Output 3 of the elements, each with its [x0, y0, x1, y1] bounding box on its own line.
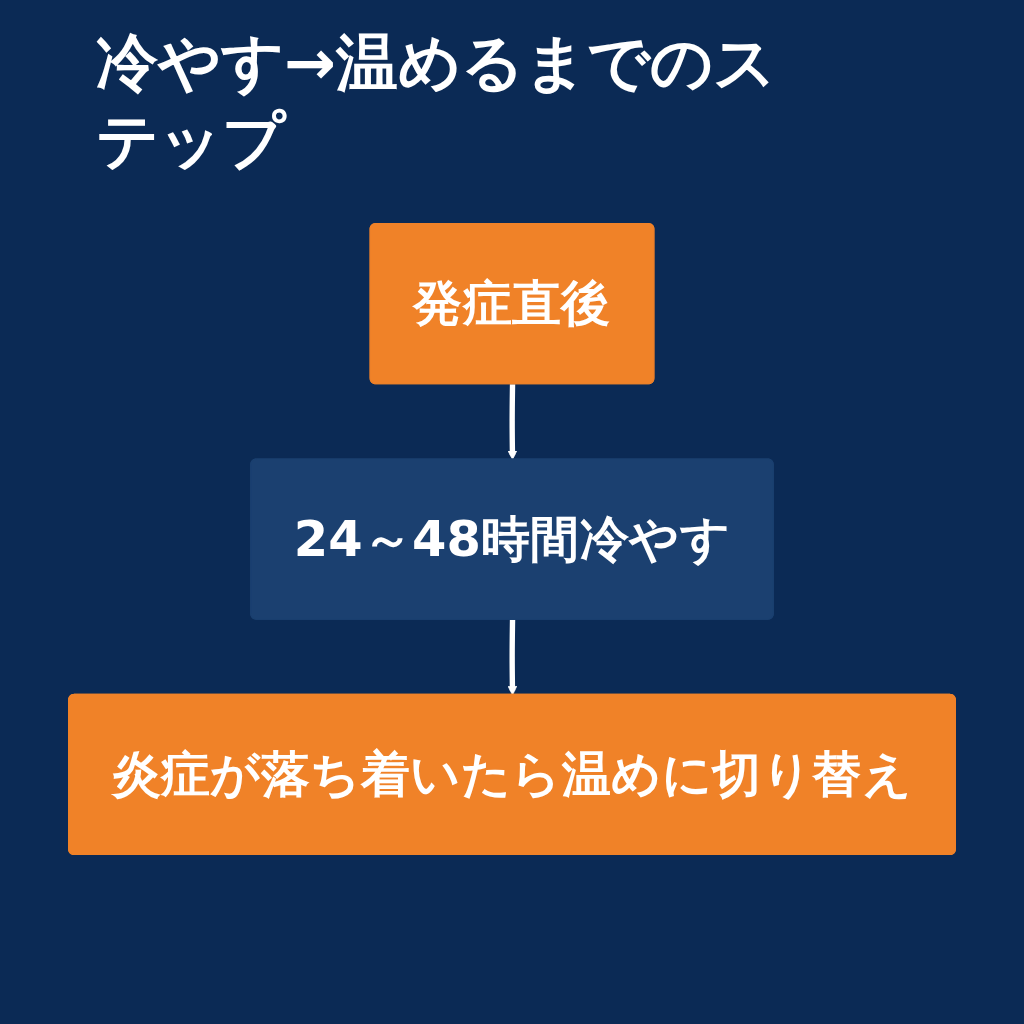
arrow: [507, 384, 518, 460]
title: 冷やす→温めるまでのステップ: [96, 25, 777, 179]
arrow: [507, 619, 518, 696]
